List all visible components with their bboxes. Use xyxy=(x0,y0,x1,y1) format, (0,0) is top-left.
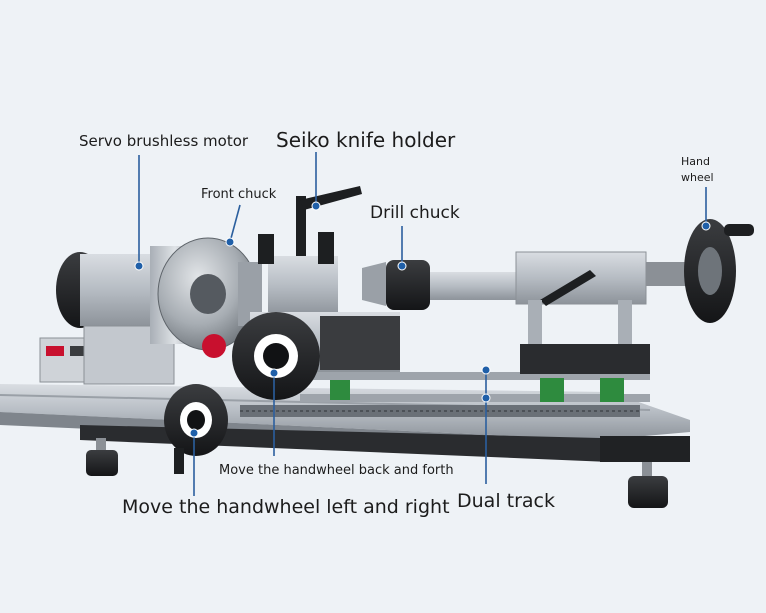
label-dual-track: Dual track xyxy=(457,490,555,512)
cross-slide-handwheel xyxy=(232,312,320,400)
tailstock xyxy=(515,251,686,374)
red-knob xyxy=(202,334,226,358)
marker-dots xyxy=(134,201,711,438)
label-servo-motor: Servo brushless motor xyxy=(79,132,249,150)
front-chuck xyxy=(150,237,262,351)
rack-gear xyxy=(240,405,640,417)
label-handwheel-left-right: Move the handwheel left and right xyxy=(122,496,450,518)
label-handwheel-back-forth: Move the handwheel back and forth xyxy=(219,463,454,478)
base-plate xyxy=(80,425,690,462)
label-hand-wheel-line1: Hand xyxy=(681,155,710,168)
label-front-chuck: Front chuck xyxy=(201,187,277,202)
label-hand-wheel-line2: wheel xyxy=(681,171,714,184)
servo-motor xyxy=(56,252,175,385)
label-knife-holder: Seiko knife holder xyxy=(276,128,456,152)
dual-track-guides xyxy=(300,372,650,402)
levelling-feet xyxy=(86,436,690,508)
drill-chuck xyxy=(362,260,520,310)
rear-handwheel xyxy=(684,219,754,323)
leader-lines xyxy=(138,152,707,496)
carriage-handwheel xyxy=(164,384,228,474)
label-drill-chuck: Drill chuck xyxy=(370,203,460,223)
